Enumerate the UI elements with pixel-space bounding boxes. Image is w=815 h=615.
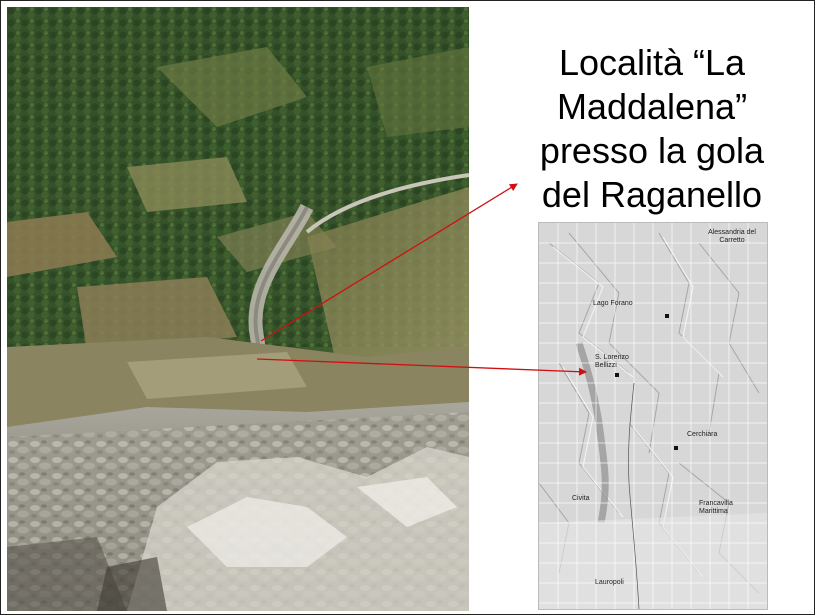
map-label-s-lorenzo: S. Lorenzo Bellizzi bbox=[595, 354, 629, 369]
slide-title: Località “La Maddalena” presso la gola d… bbox=[493, 41, 811, 217]
title-line-4: del Raganello bbox=[541, 174, 763, 215]
relief-map: Alessandria del Carretto Lago Forano S. … bbox=[538, 222, 768, 610]
landscape-photo bbox=[7, 7, 469, 611]
map-town-dot bbox=[665, 314, 669, 318]
relief-map-drawing bbox=[539, 223, 767, 609]
map-label-alessandria: Alessandria del Carretto bbox=[708, 229, 756, 244]
map-town-dot bbox=[615, 373, 619, 377]
title-line-2: Maddalena” bbox=[556, 86, 748, 127]
map-label-cerchiara: Cerchiara bbox=[687, 431, 718, 438]
landscape-photo-drawing bbox=[7, 7, 469, 611]
title-line-1: Località “La bbox=[558, 42, 746, 83]
map-label-civita: Civita bbox=[572, 495, 590, 502]
map-label-lauropoli: Lauropoli bbox=[595, 579, 624, 586]
map-label-lago-forano: Lago Forano bbox=[593, 300, 633, 307]
map-town-dot bbox=[674, 446, 678, 450]
title-line-3: presso la gola bbox=[539, 130, 765, 171]
map-label-francavilla: Francavilla Marittima bbox=[699, 500, 733, 515]
